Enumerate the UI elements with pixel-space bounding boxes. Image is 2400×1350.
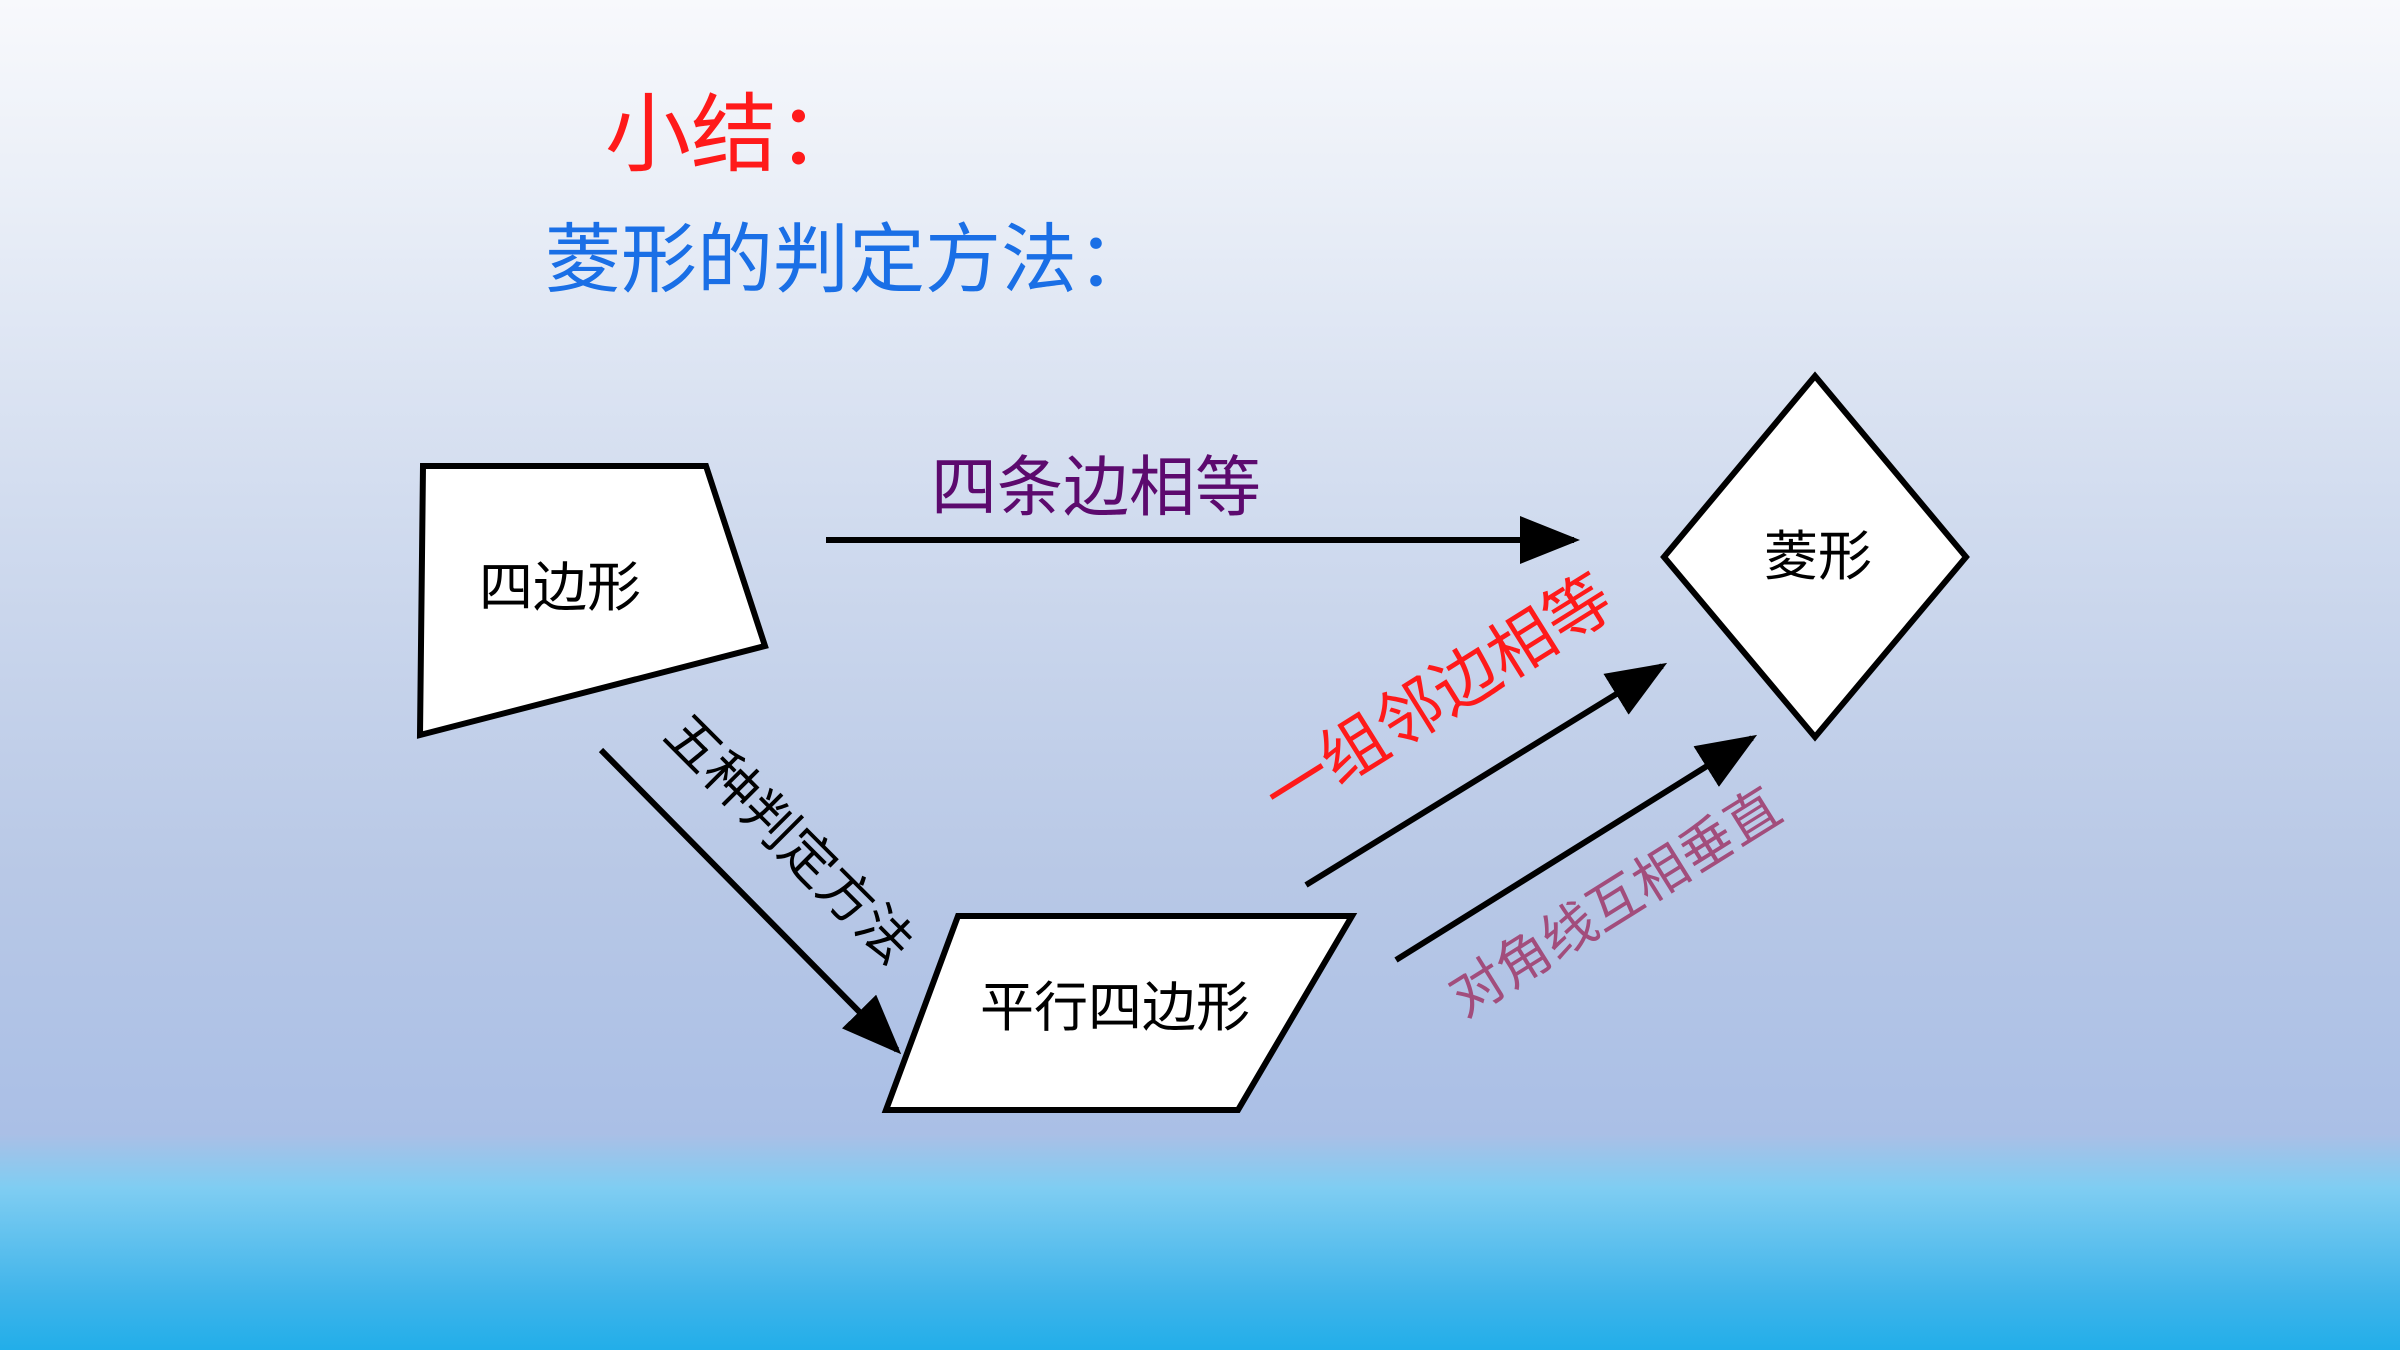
quadrilateral-label: 四边形	[479, 556, 641, 619]
adjacent-sides-equal-label: 一组邻边相等	[1250, 559, 1627, 834]
five-methods-label: 五种判定方法	[652, 702, 926, 976]
parallelogram-label: 平行四边形	[980, 976, 1250, 1039]
slide-title: 小结：	[605, 85, 863, 185]
quadrilateral-shape	[416, 463, 769, 739]
arrow-adjacent-sides	[1304, 662, 1668, 888]
rhombus-label: 菱形	[1764, 525, 1872, 588]
arrow-diagonals	[1394, 734, 1758, 963]
four-sides-equal-label: 四条边相等	[931, 449, 1261, 526]
rhombus-shape	[1660, 371, 1970, 742]
arrow-five-methods	[598, 747, 902, 1055]
parallelogram-shape	[881, 913, 1358, 1113]
slide-subtitle: 菱形的判定方法：	[545, 215, 1153, 304]
